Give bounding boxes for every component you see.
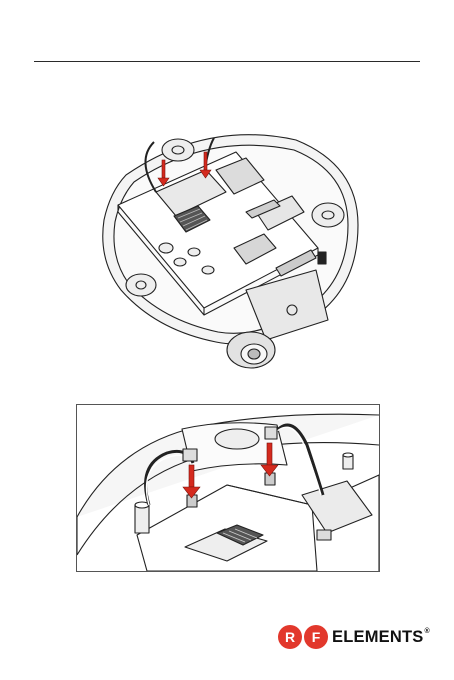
device-interior-overview-illustration [96, 120, 366, 378]
rf-elements-logo: R F ELEMENTS® [278, 624, 430, 650]
registered-mark: ® [424, 628, 429, 635]
logo-name: ELEMENTS [332, 628, 423, 646]
logo-wordmark: ELEMENTS® [332, 628, 430, 647]
device-overview-figure [96, 120, 366, 378]
antenna-connector-detail-illustration [77, 405, 379, 571]
header-rule [34, 61, 420, 62]
connector-detail-figure [76, 404, 380, 572]
logo-badge-r: R [278, 625, 302, 649]
logo-badge-f: F [304, 625, 328, 649]
